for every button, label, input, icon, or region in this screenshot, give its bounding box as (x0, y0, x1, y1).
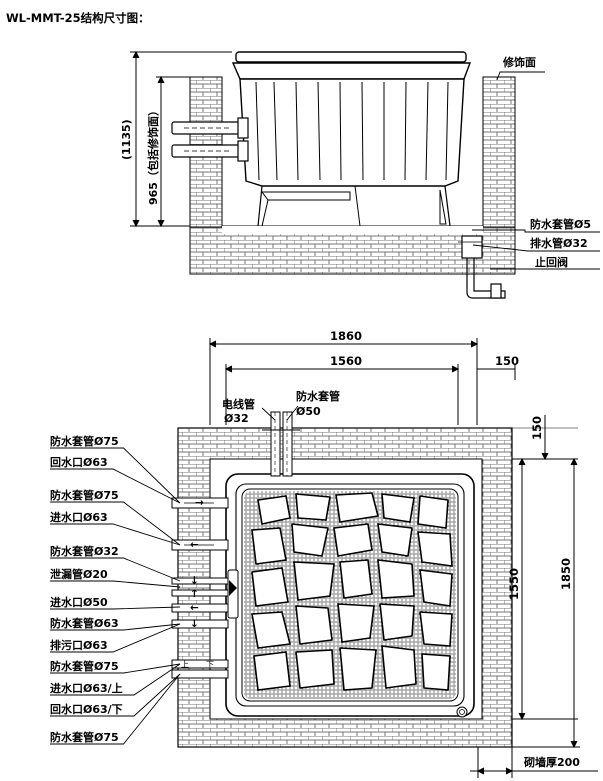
plan-left-label: 泄漏管Ø20 (50, 567, 108, 581)
label-top-sleeve-size: Ø50 (296, 405, 321, 418)
cover-stone (251, 567, 289, 607)
cover-stone (417, 495, 449, 529)
dim-inner-height-elevation: 965（包括修饰面） (146, 105, 160, 205)
leader-line (50, 557, 181, 582)
plan-left-label: 防水套管Ø63 (50, 616, 119, 630)
plan-left-label: 防水套管Ø75 (50, 488, 119, 502)
right-brick-column (482, 76, 516, 228)
pipe-arrow-5: ← (190, 602, 199, 614)
cover-stone (335, 492, 379, 523)
plan-left-label: 防水套管Ø75 (50, 659, 119, 673)
cover-stone (333, 523, 373, 557)
label-facing: 修饰面 (502, 55, 536, 69)
plan-wall-dimension (470, 747, 598, 778)
cover-stone (257, 495, 291, 525)
dim-total-height-elevation: (1135) (120, 119, 133, 160)
pipe-mark-down: 下 (206, 660, 214, 669)
leader-line (50, 623, 181, 653)
label-top-cable-size: Ø32 (224, 412, 249, 425)
cover-stone (379, 603, 415, 641)
pipe-arrow-2: ← (190, 539, 199, 551)
cover-stone (293, 561, 335, 601)
elevation-view: (1135) 965（包括修饰面） 修饰面 防水套管Ø5 排水管Ø32 止回阀 (120, 50, 600, 299)
dim-plan-inner-width: 1560 (330, 354, 362, 368)
label-top-sleeve: 防水套管 (296, 389, 340, 403)
plan-right-dimensions (512, 415, 580, 749)
leader-line (50, 468, 181, 504)
leader-line (50, 663, 181, 696)
leader-line (50, 623, 181, 631)
cover-stone (339, 647, 377, 691)
dim-plan-top-offset: 150 (530, 416, 544, 440)
leader-line (50, 663, 181, 674)
label-sleeve-elevation: 防水套管Ø5 (530, 217, 591, 231)
cover-stone (419, 611, 453, 647)
leader-line (50, 580, 181, 588)
pipe-arrow-3: ↓ (190, 575, 199, 587)
label-top-cable: 电线管 (222, 397, 255, 411)
dim-plan-total-width: 1860 (330, 329, 362, 343)
dim-plan-total-height: 1850 (559, 558, 573, 590)
plan-left-label: 进水口Ø63 (50, 510, 108, 524)
cover-stone (381, 645, 417, 689)
leader-line (50, 673, 181, 745)
cover-stone (251, 611, 291, 649)
cover-stone (381, 493, 415, 523)
pipe-arrow-1: → (195, 497, 204, 509)
cover-stone (251, 527, 287, 565)
cover-stone (421, 653, 451, 691)
cover-stone (291, 523, 329, 557)
plan-left-label: 回水口Ø63 (50, 455, 108, 469)
plan-left-label: 防水套管Ø75 (50, 730, 119, 744)
plan-left-pipes (171, 497, 229, 679)
cover-stone (295, 649, 335, 689)
plan-top-dimensions (208, 338, 516, 425)
plan-left-label: 进水口Ø63/上 (50, 681, 123, 695)
plan-top-pipes (262, 411, 300, 477)
leader-line (50, 447, 181, 504)
leader-line (50, 501, 181, 546)
plan-left-label: 排污口Ø63 (50, 638, 108, 652)
elevation-side-pipes (171, 117, 249, 162)
plan-view: 1860 1560 150 电线管 Ø32 (50, 329, 598, 778)
leader-line (50, 523, 181, 546)
cover-stone (337, 603, 375, 643)
pipe-arrow-6: ↓ (190, 618, 199, 630)
cover-stone-pattern (244, 491, 456, 699)
cover-stone (339, 559, 373, 599)
plan-left-label: 回水口Ø63/下 (50, 702, 123, 716)
cover-stone (295, 605, 333, 645)
cover-stone (377, 523, 413, 557)
cover-stone (417, 531, 453, 567)
elevation-dimensions (130, 50, 232, 228)
pipe-mark-up: 上 (181, 660, 189, 669)
elevation-drain-pipes (458, 235, 506, 299)
label-drain: 排水管Ø32 (530, 236, 588, 250)
plan-left-label: 防水套管Ø32 (50, 544, 119, 558)
drawing-title: WL-MMT-25结构尺寸图： (6, 11, 150, 25)
pipe-arrow-4: ↑ (190, 588, 199, 600)
plan-left-label: 进水口Ø50 (50, 595, 108, 609)
cover-stone (295, 493, 331, 521)
plan-left-label: 防水套管Ø75 (50, 434, 119, 448)
plan-left-labels: 防水套管Ø75 回水口Ø63 防水套管Ø75 进水口Ø63 防水套管Ø32 泄漏管Ø20 进… (50, 434, 181, 745)
spa-tub (231, 51, 472, 227)
cover-stone (253, 651, 291, 691)
dim-plan-right-offset: 150 (495, 354, 519, 368)
dim-plan-inner-height: 1550 (507, 568, 521, 600)
label-check-valve: 止回阀 (535, 255, 568, 269)
leader-line (50, 606, 181, 610)
label-wall-thickness: 砌墙厚200 (523, 755, 580, 769)
cover-stone (377, 559, 415, 599)
cover-stone (419, 569, 453, 607)
leader-line (50, 673, 181, 717)
